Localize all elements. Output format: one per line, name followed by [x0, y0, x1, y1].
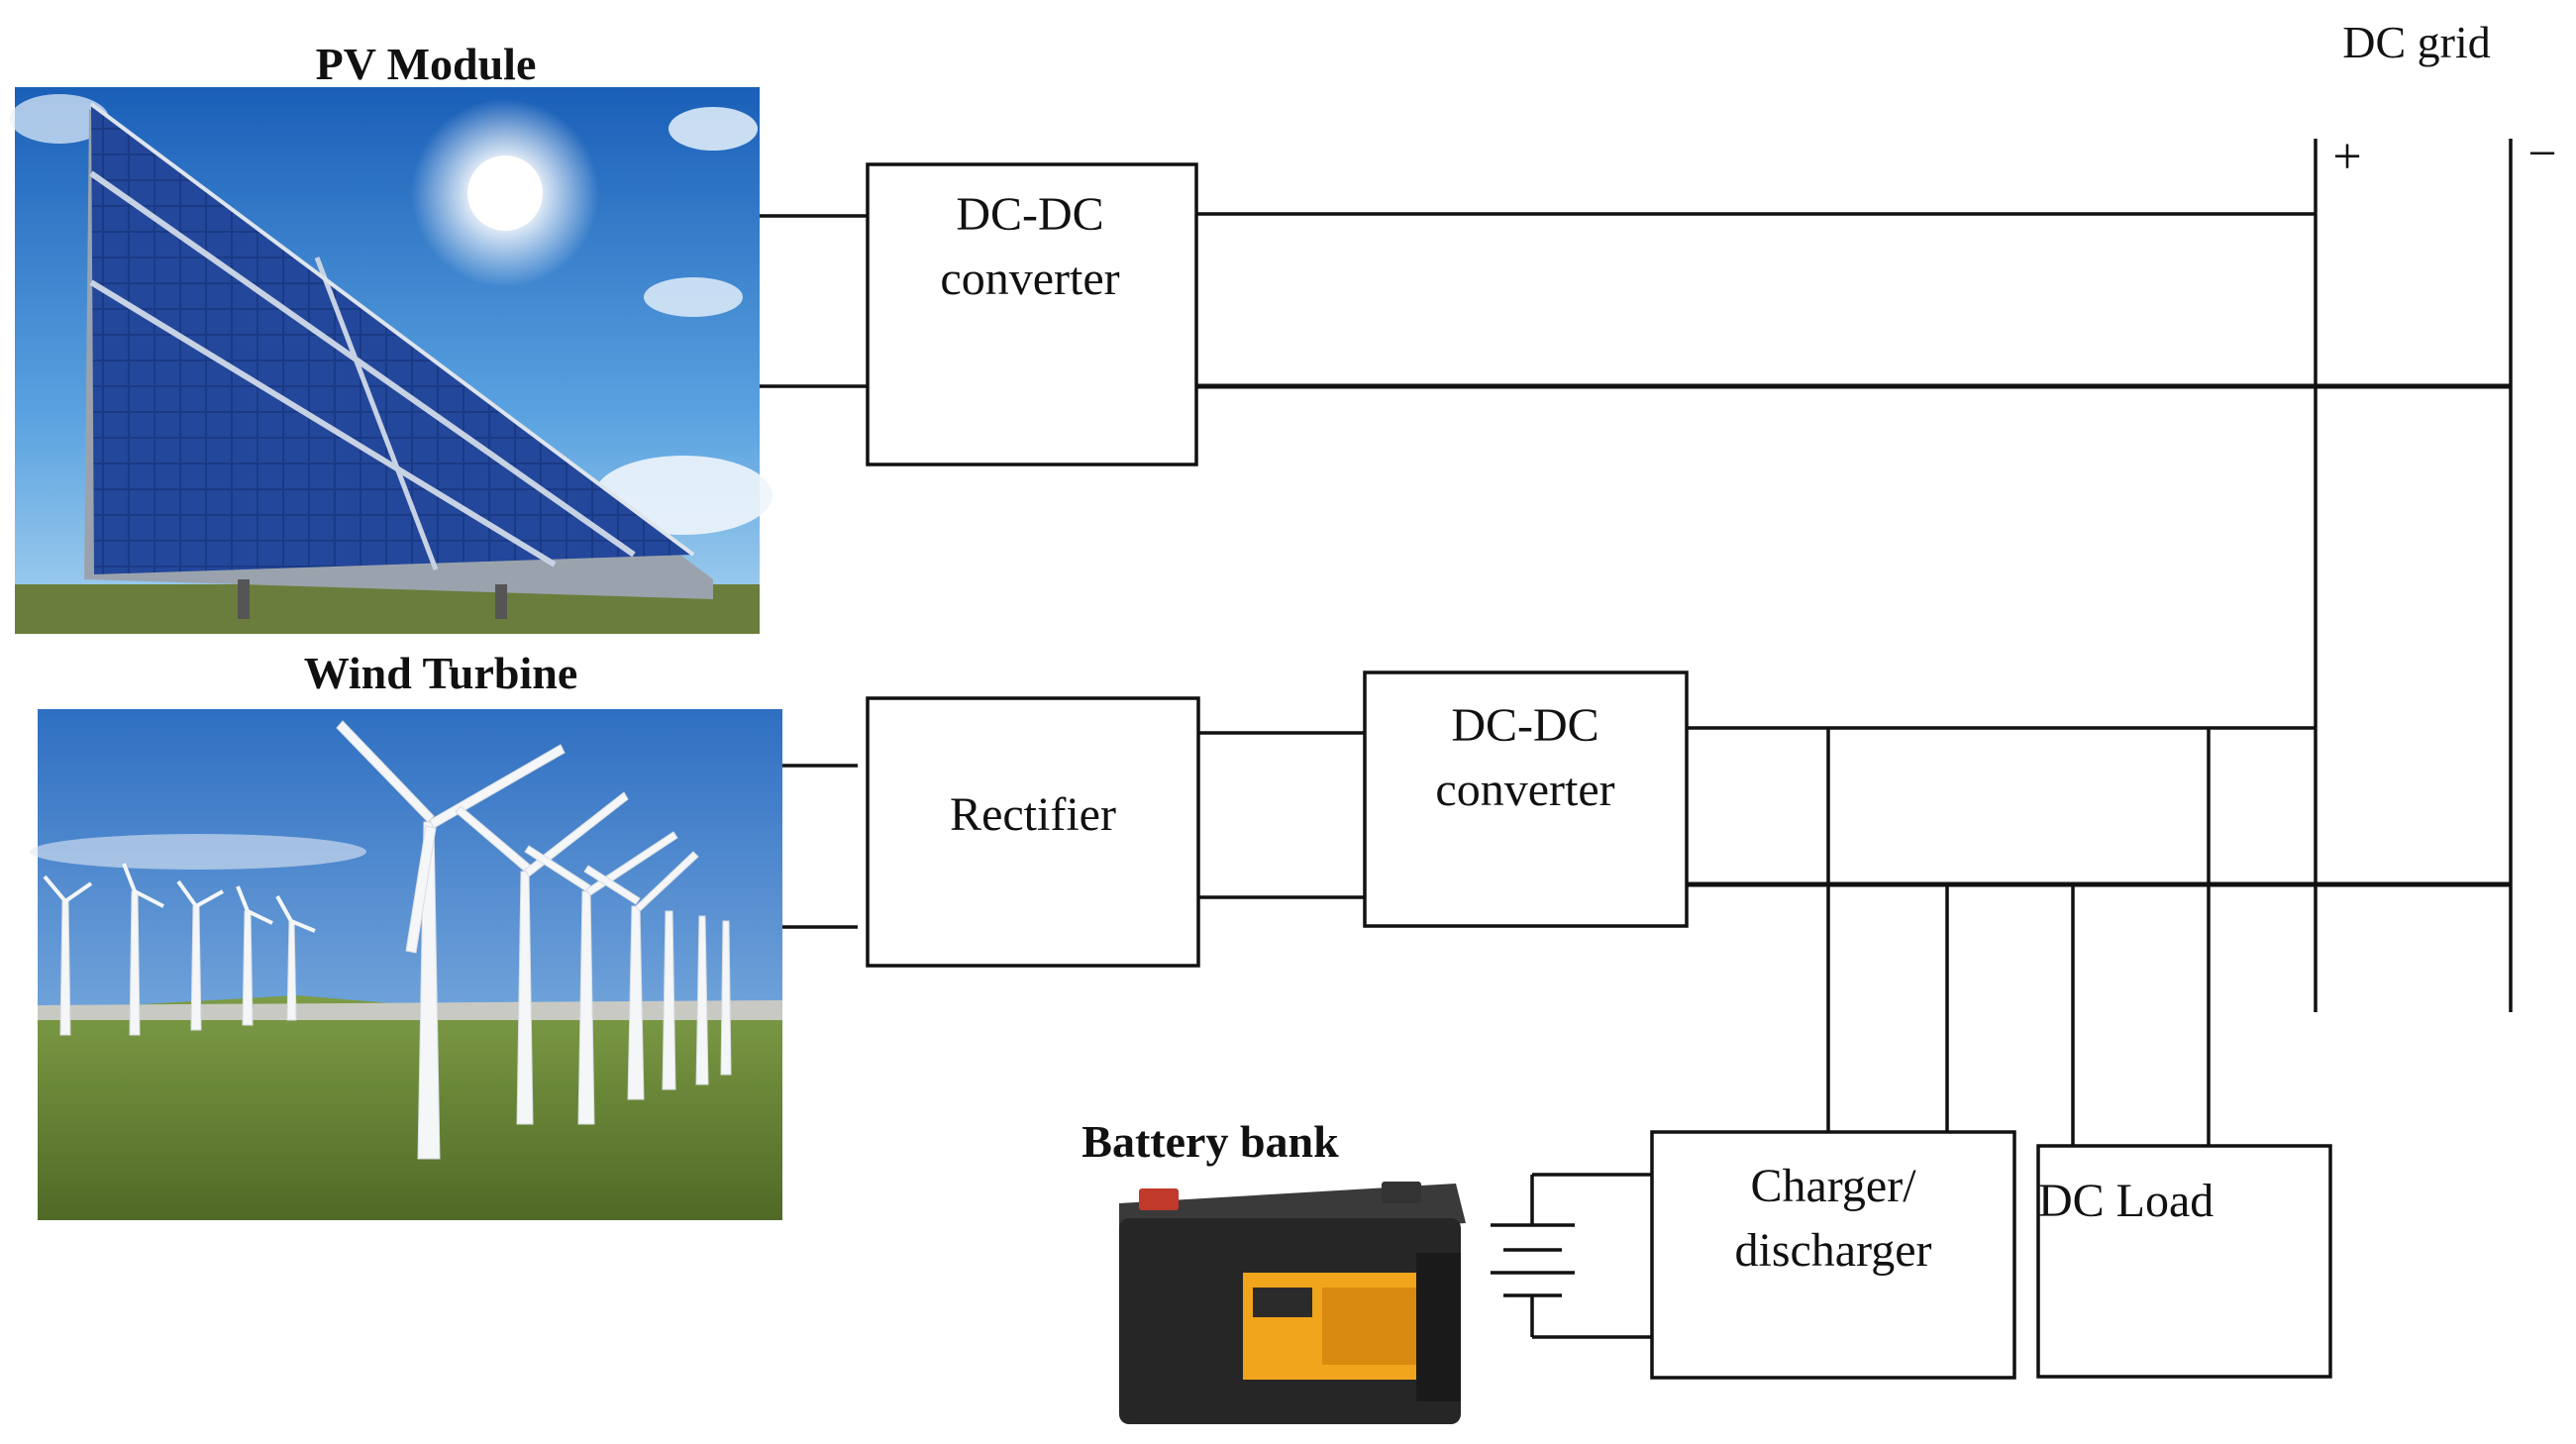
wind-turbine-image [30, 709, 782, 1220]
positive-sign: + [2332, 129, 2361, 185]
wind-converter-line2: converter [1435, 764, 1614, 816]
pv-module-image [10, 87, 773, 634]
wind-dc-dc-converter-block: DC-DC converter [1363, 670, 1689, 928]
rectifier-label: Rectifier [950, 788, 1116, 841]
pv-dc-dc-converter-block: DC-DC converter [866, 162, 1198, 466]
wind-converter-line1: DC-DC [1451, 699, 1598, 752]
pv-converter-line1: DC-DC [956, 188, 1103, 241]
pv-converter-line2: converter [940, 253, 1119, 305]
battery-image [1119, 1182, 1466, 1424]
battery-symbol [1491, 1223, 1575, 1297]
charger-line1: Charger/ [1750, 1160, 1916, 1212]
wind-turbine-title: Wind Turbine [304, 648, 578, 698]
dc-load-label: DC Load [2038, 1175, 2214, 1227]
negative-sign: − [2527, 126, 2556, 182]
charger-line2: discharger [1734, 1224, 1931, 1277]
dc-grid-bus [2314, 139, 2513, 1012]
battery-bank-title: Battery bank [1082, 1116, 1339, 1167]
wiring [760, 212, 2511, 1339]
pv-module-title: PV Module [316, 39, 537, 89]
rectifier-block: Rectifier [866, 696, 1200, 968]
dc-load-block: DC Load [2036, 1144, 2332, 1379]
dc-grid-title: DC grid [2342, 17, 2491, 67]
charger-discharger-block: Charger/ discharger [1650, 1130, 2016, 1380]
